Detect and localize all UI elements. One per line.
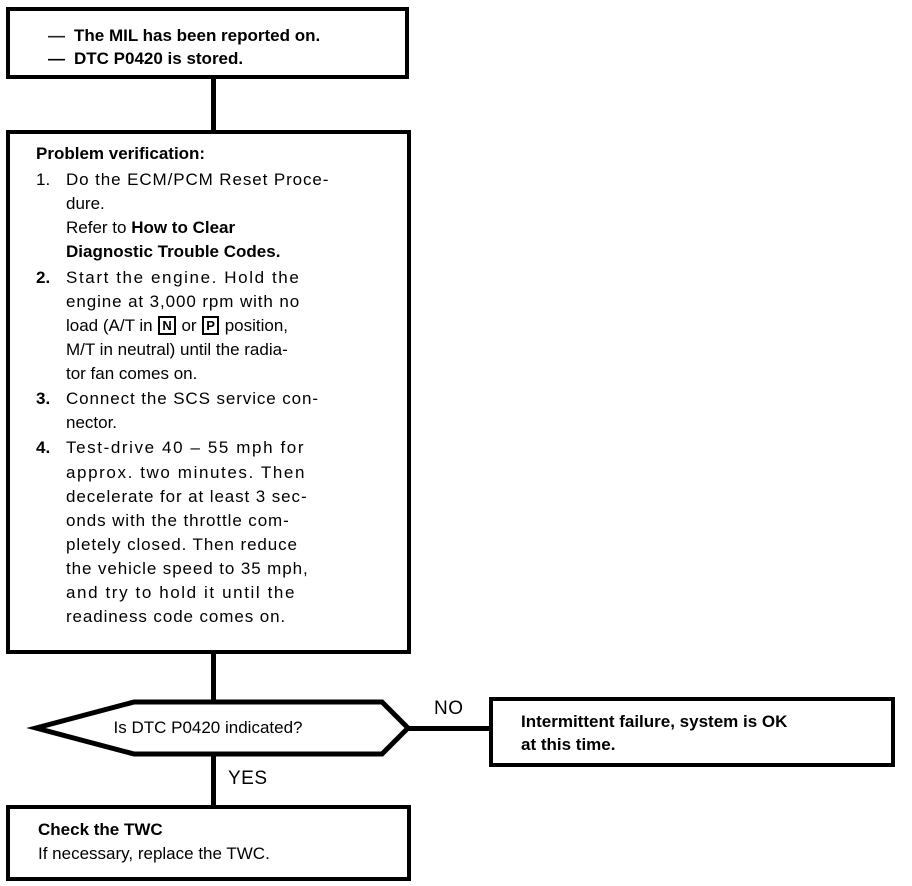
intermittent-failure-content: Intermittent failure, system is OK at th… [493,701,891,765]
problem-verification-content: Problem verification: 1. Do the ECM/PCM … [10,134,407,636]
problem-verification-box: Problem verification: 1. Do the ECM/PCM … [6,130,411,654]
verification-step-3: 3. Connect the SCS service con- nector. [36,387,397,435]
em-dash-bullet-icon: — [48,26,65,45]
step-3-line-1: Connect the SCS service con- [66,389,319,409]
step-body-3: Connect the SCS service con- nector. [66,387,397,435]
step-4-line-3: decelerate for at least 3 sec- [66,486,308,506]
step-2-line-3-pre: load (A/T in [66,315,158,335]
gear-position-p-icon: P [202,315,219,335]
conditions-list: — The MIL has been reported on. — DTC P0… [24,19,391,71]
connector-verification-to-decision [211,654,216,702]
check-twc-heading: Check the TWC [38,820,163,839]
step-4-line-1: Test-drive 40 – 55 mph for [66,438,306,458]
check-twc-subtext: If necessary, replace the TWC. [38,843,270,863]
step-number-3: 3. [36,389,51,409]
step-2-line-1: Start the engine. Hold the [66,267,301,287]
intermittent-failure-box: Intermittent failure, system is OK at th… [489,697,895,767]
step-3-line-2: nector. [66,413,118,433]
conditions-box: — The MIL has been reported on. — DTC P0… [6,7,409,79]
branch-label-no: NO [434,698,464,719]
check-twc-content: Check the TWC If necessary, replace the … [10,809,407,872]
step-body-4: Test-drive 40 – 55 mph for approx. two m… [66,436,397,629]
decision-hexagon: Is DTC P0420 indicated? [6,699,410,757]
em-dash-bullet-icon: — [48,48,65,68]
step-2-line-3-mid: or [176,315,202,335]
problem-verification-title: Problem verification: [36,144,206,163]
condition-text-0: The MIL has been reported on. [74,26,321,45]
check-twc-box: Check the TWC If necessary, replace the … [6,805,411,881]
step-2-line-4: M/T in neutral) until the radia- [66,339,288,359]
step-4-line-7: and try to hold it until the [66,583,297,603]
gear-position-n-icon: N [158,315,176,335]
step-4-line-4: onds with the throttle com- [66,510,290,530]
step-2-line-3: load (A/T in N or P position, [66,314,397,338]
verification-steps-list: 1. Do the ECM/PCM Reset Proce- dure. Ref… [36,168,397,629]
condition-item-1: — DTC P0420 is stored. [48,48,391,71]
verification-step-4: 4. Test-drive 40 – 55 mph for approx. tw… [36,436,397,629]
how-to-clear-link-text: How to Clear [131,218,236,238]
verification-step-1: 1. Do the ECM/PCM Reset Proce- dure. Ref… [36,168,397,265]
step-2-line-3-post: position, [219,315,289,335]
step-1-line-2: dure. [66,194,105,214]
step-1-line-4: Diagnostic Trouble Codes. [66,242,281,262]
step-4-line-8: readiness code comes on. [66,607,287,627]
conditions-box-content: — The MIL has been reported on. — DTC P0… [10,11,405,79]
step-body-2: Start the engine. Hold the engine at 3,0… [66,266,397,387]
step-number-1: 1. [36,170,51,189]
step-2-line-2: engine at 3,000 rpm with no [66,291,301,311]
verification-step-2: 2. Start the engine. Hold the engine at … [36,266,397,387]
decision-question-text: Is DTC P0420 indicated? [113,718,303,737]
condition-text-1: DTC P0420 is stored. [74,48,244,68]
intermittent-failure-line-1: Intermittent failure, system is OK [521,712,788,731]
step-number-2: 2. [36,267,51,287]
step-4-line-2: approx. two minutes. Then [66,462,307,482]
step-1-line-1: Do the ECM/PCM Reset Proce- [66,170,330,189]
step-1-line-3: Refer to How to Clear [66,216,397,240]
connector-decision-yes-branch [211,755,216,807]
refer-to-text: Refer to [66,218,132,238]
intermittent-failure-line-2: at this time. [521,734,616,754]
step-number-4: 4. [36,438,51,458]
connector-decision-no-branch [408,726,491,731]
step-4-line-6: the vehicle speed to 35 mph, [66,559,309,578]
step-2-line-5: tor fan comes on. [66,364,198,383]
step-4-line-5: pletely closed. Then reduce [66,534,298,554]
branch-label-yes: YES [228,768,268,789]
condition-item-0: — The MIL has been reported on. [48,25,391,48]
connector-conditions-to-verification [211,79,216,130]
step-body-1: Do the ECM/PCM Reset Proce- dure. Refer … [66,168,397,265]
